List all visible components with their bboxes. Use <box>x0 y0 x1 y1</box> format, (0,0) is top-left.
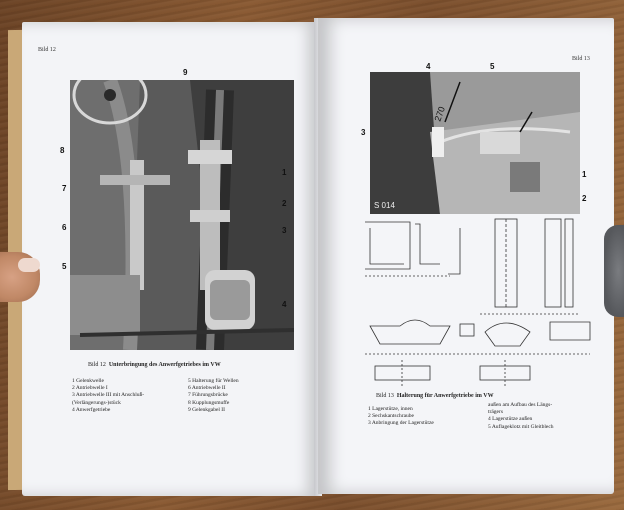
callout-r-3: 3 <box>361 128 366 137</box>
legend-item: 8 Kupplungsmuffe <box>188 399 230 406</box>
caption-title: Halterung für Anwerfgetriebe im VW <box>396 393 494 399</box>
legend-right-page-left: 1 Lagerstütze, innen 2 Sechskantschraube… <box>368 406 434 428</box>
part-number-label: S 014 <box>374 201 395 210</box>
caption-prefix: Bild 13 <box>376 393 394 399</box>
right-page-number: Bild 13 <box>572 56 590 62</box>
left-page-number: Bild 12 <box>38 47 56 53</box>
bracket-illustration: 270 S 014 <box>370 72 580 214</box>
dimension-label: 270 <box>432 105 447 123</box>
right-hand-thumb <box>604 225 624 317</box>
legend-item: 7 Führungsbrücke <box>188 392 228 399</box>
legend-item: 2 Sechskantschraube <box>368 413 414 420</box>
engine-bay-photo <box>70 80 294 350</box>
engine-bay-illustration <box>70 80 294 350</box>
thumbnail <box>18 258 40 272</box>
callout-2: 2 <box>282 199 287 208</box>
legend-item: 1 Lagerstütze, innen <box>368 406 413 412</box>
callout-8: 8 <box>60 146 65 155</box>
legend-item: 6 Antriebwelle II <box>188 385 226 392</box>
callout-1: 1 <box>282 168 287 177</box>
callout-r-4: 4 <box>426 62 431 71</box>
legend-item: trägers <box>488 409 503 416</box>
callout-r-1: 1 <box>582 170 587 179</box>
legend-right-page-right: außen am Aufbau des Längs- trägers 4 Lag… <box>488 402 554 431</box>
caption-prefix: Bild 12 <box>88 362 106 368</box>
bracket-photo: 270 S 014 <box>370 72 580 214</box>
legend-item: (Verlängerungs-)stück <box>72 399 121 406</box>
figure-caption-left: Bild 12 Unterbringung des Anwerfgetriebe… <box>88 362 221 368</box>
callout-4: 4 <box>282 300 287 309</box>
callout-r-2: 2 <box>582 194 587 203</box>
legend-item: außen am Aufbau des Längs- <box>488 402 553 408</box>
legend-item: 4 Anwerfgetriebe <box>72 406 111 413</box>
legend-item: 3 Anbringung der Lagerstütze <box>368 420 434 427</box>
legend-item: 4 Lagerstütze außen <box>488 416 533 423</box>
legend-item: 5 Halterung für Wellen <box>188 378 239 384</box>
legend-right-column: 5 Halterung für Wellen 6 Antriebwelle II… <box>188 378 239 414</box>
legend-item: 9 Gelenkgabel II <box>188 406 225 413</box>
caption-title: Unterbringung des Anwerfgetriebes im VW <box>108 362 221 368</box>
figure-caption-right: Bild 13 Halterung für Anwerfgetriebe im … <box>376 393 494 399</box>
legend-left-column: 1 Gelenkwelle 2 Antriebwelle I 3 Antrieb… <box>72 378 144 414</box>
callout-3: 3 <box>282 226 287 235</box>
callout-9: 9 <box>183 68 188 77</box>
callout-7: 7 <box>62 184 67 193</box>
legend-item: 5 Auflageklotz mit Gleitblech <box>488 423 554 430</box>
technical-drawings <box>365 218 591 386</box>
legend-item: 2 Antriebwelle I <box>72 385 108 392</box>
callout-r-5: 5 <box>490 62 495 71</box>
legend-item: 3 Antriebwelle III mit Anschluß- <box>72 392 145 399</box>
callout-6: 6 <box>62 223 67 232</box>
callout-5: 5 <box>62 262 67 271</box>
legend-item: 1 Gelenkwelle <box>72 378 104 384</box>
